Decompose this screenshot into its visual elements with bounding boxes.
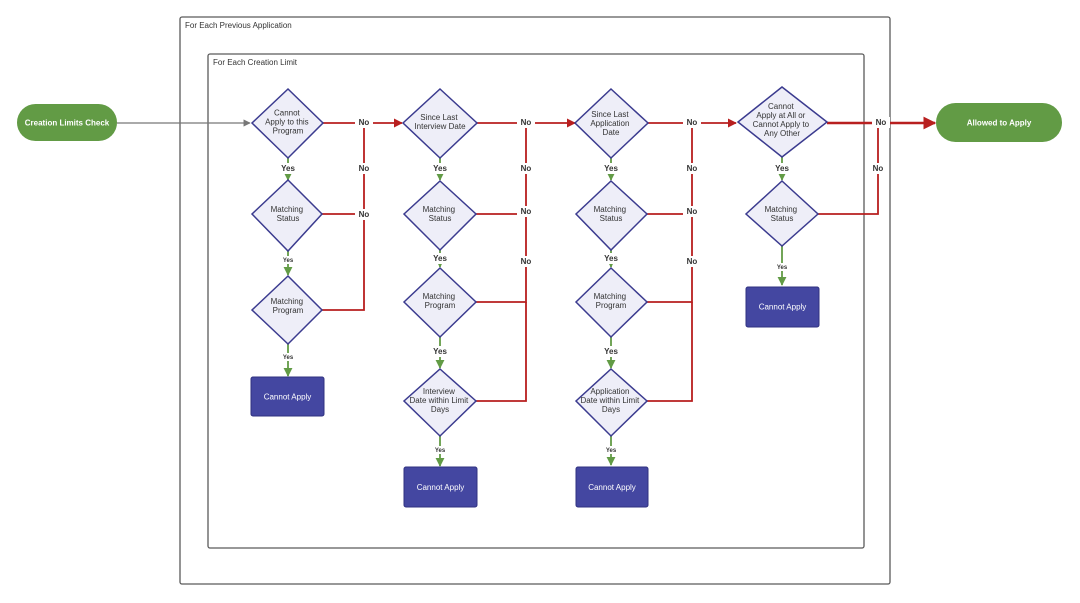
- col2-d3-shape: [402, 266, 478, 339]
- col2-d1-label: Since Last Interview Date: [414, 113, 466, 131]
- col2-d1-shape: [401, 87, 479, 160]
- no-label: No: [687, 118, 698, 127]
- col1-d2-label: Matching Status: [271, 205, 306, 223]
- col2-result-label: Cannot Apply: [417, 483, 465, 492]
- col3-application-date-within-limit-decision[interactable]: Application Date within Limit Days: [574, 367, 649, 438]
- col3-matching-program-decision[interactable]: Matching Program: [574, 266, 649, 339]
- no-label: No: [521, 118, 532, 127]
- yes-label: Yes: [604, 347, 618, 356]
- col2-d2-shape: [402, 179, 478, 252]
- col1-d3-label: Matching Program: [271, 297, 306, 315]
- col1-no-connector-program: [322, 214, 365, 311]
- yes-label: Yes: [777, 265, 788, 271]
- col1-cannot-apply-result[interactable]: Cannot Apply: [250, 376, 325, 417]
- outer-loop-frame: [179, 16, 891, 585]
- inner-loop-title: For Each Creation Limit: [213, 58, 298, 67]
- yes-label: Yes: [775, 164, 789, 173]
- yes-label: Yes: [283, 355, 294, 361]
- no-label: No: [359, 118, 370, 127]
- col2-d4-shape: [402, 367, 478, 438]
- col1-d1-label: Cannot Apply to this Program: [265, 109, 311, 136]
- col4-d1-shape: [736, 86, 829, 158]
- col1-cannot-apply-program-decision[interactable]: Cannot Apply to this Program: [250, 87, 325, 160]
- col3-d4-shape: [574, 367, 649, 438]
- col4-result-shape: [745, 286, 820, 328]
- col3-result-shape: [575, 466, 649, 508]
- col3-d1-shape: [573, 87, 650, 160]
- col2-no-connector-date: [476, 302, 527, 402]
- yes-label: Yes: [433, 164, 447, 173]
- col3-result-label: Cannot Apply: [588, 483, 636, 492]
- col1-d3-shape: [250, 274, 324, 346]
- no-label: No: [359, 164, 370, 173]
- col4-cannot-apply-at-all-decision[interactable]: Cannot Apply at All or Cannot Apply to A…: [736, 86, 829, 158]
- col4-cannot-apply-result[interactable]: Cannot Apply: [745, 286, 820, 328]
- no-label: No: [521, 257, 532, 266]
- col2-cannot-apply-result[interactable]: Cannot Apply: [403, 466, 478, 508]
- col3-d2-label: Matching Status: [594, 205, 629, 223]
- start-terminal-label: Creation Limits Check: [25, 119, 110, 128]
- yes-label: Yes: [606, 448, 617, 454]
- start-terminal[interactable]: Creation Limits Check: [17, 104, 117, 141]
- no-label: No: [687, 257, 698, 266]
- col2-result-shape: [403, 466, 478, 508]
- col2-since-last-interview-decision[interactable]: Since Last Interview Date: [401, 87, 479, 160]
- col1-d2-shape: [250, 178, 324, 253]
- no-label: No: [873, 164, 884, 173]
- col4-result-label: Cannot Apply: [759, 303, 807, 312]
- col3-d3-shape: [574, 266, 649, 339]
- col3-d2-shape: [574, 179, 649, 252]
- start-terminal-shape: [17, 104, 117, 141]
- col2-interview-date-within-limit-decision[interactable]: Interview Date within Limit Days: [402, 367, 478, 438]
- outer-loop-title: For Each Previous Application: [185, 21, 292, 30]
- yes-labels: Yes Yes Yes Yes Yes Yes Yes Yes Yes Yes …: [279, 163, 792, 454]
- no-label: No: [876, 118, 887, 127]
- yes-label: Yes: [433, 347, 447, 356]
- yes-label: Yes: [283, 258, 294, 264]
- no-label: No: [359, 210, 370, 219]
- no-label: No: [521, 207, 532, 216]
- no-label: No: [687, 164, 698, 173]
- col1-matching-program-decision[interactable]: Matching Program: [250, 274, 324, 346]
- yes-label: Yes: [433, 254, 447, 263]
- col2-d3-label: Matching Program: [423, 292, 458, 310]
- col1-matching-status-decision[interactable]: Matching Status: [250, 178, 324, 253]
- no-label: No: [687, 207, 698, 216]
- end-terminal-label: Allowed to Apply: [967, 119, 1032, 128]
- col4-no-connector-status: [818, 123, 879, 215]
- yes-label: Yes: [435, 448, 446, 454]
- yes-label: Yes: [281, 164, 295, 173]
- col4-d2-shape: [744, 179, 820, 248]
- col4-d2-label: Matching Status: [765, 205, 800, 223]
- col3-cannot-apply-result[interactable]: Cannot Apply: [575, 466, 649, 508]
- col3-d4-label: Application Date within Limit Days: [581, 387, 642, 414]
- no-labels: No No No No No No No No No No No No No: [355, 117, 890, 267]
- col2-d4-label: Interview Date within Limit Days: [410, 387, 471, 414]
- yes-label: Yes: [604, 254, 618, 263]
- no-label: No: [521, 164, 532, 173]
- col4-d1-label: Cannot Apply at All or Cannot Apply to A…: [753, 102, 812, 138]
- inner-loop-frame: [207, 53, 865, 549]
- col3-no-connector-date: [647, 302, 693, 402]
- end-terminal-shape: [936, 103, 1062, 142]
- col2-d2-label: Matching Status: [423, 205, 458, 223]
- col1-result-shape: [250, 376, 325, 417]
- col1-result-label: Cannot Apply: [264, 393, 312, 402]
- col3-d3-label: Matching Program: [594, 292, 629, 310]
- col3-matching-status-decision[interactable]: Matching Status: [574, 179, 649, 252]
- col2-matching-program-decision[interactable]: Matching Program: [402, 266, 478, 339]
- col1-d1-shape: [250, 87, 325, 160]
- end-terminal[interactable]: Allowed to Apply: [936, 103, 1062, 142]
- yes-label: Yes: [604, 164, 618, 173]
- col4-matching-status-decision[interactable]: Matching Status: [744, 179, 820, 248]
- col2-matching-status-decision[interactable]: Matching Status: [402, 179, 478, 252]
- col3-d1-label: Since Last Application Date: [590, 110, 631, 137]
- col3-since-last-application-decision[interactable]: Since Last Application Date: [573, 87, 650, 160]
